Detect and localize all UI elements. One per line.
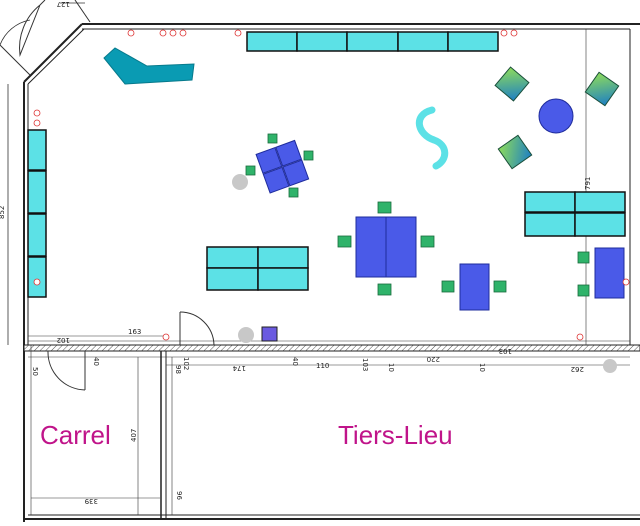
partition-wall [23, 340, 640, 358]
central-table-group [206, 246, 309, 291]
dimension-110: 110 [316, 362, 329, 370]
stool-right [603, 359, 617, 373]
tiers-lieu-door [179, 311, 215, 346]
dimension-102-mid: 102 [182, 357, 190, 370]
big-blue-table [337, 201, 435, 296]
outlet-markers [33, 29, 630, 341]
rotated-table-chairs [245, 133, 314, 198]
dimension-right-wall: 791 [584, 177, 592, 190]
small-chair-bottom [261, 326, 278, 342]
room-label-tiers-lieu: Tiers-Lieu [338, 420, 453, 450]
right-blue-table [577, 247, 625, 299]
right-table-group [524, 191, 626, 237]
dimension-103-b: 103 [499, 347, 512, 355]
dimension-top-door: 127 [57, 0, 70, 8]
stool-left [232, 174, 248, 190]
dimension-lines [28, 29, 630, 515]
left-shelf-column [27, 129, 47, 298]
room-label-carrel: Carrel [40, 420, 111, 450]
entrance-door [0, 0, 91, 76]
dimension-96: 96 [175, 491, 183, 500]
dimension-262: 262 [571, 365, 584, 373]
armchairs [494, 66, 620, 170]
dimension-40-mid: 40 [291, 357, 299, 366]
dimension-10-a: 10 [387, 363, 395, 372]
dimension-left-wall: 852 [0, 206, 6, 219]
dimension-174: 174 [232, 364, 246, 372]
dimension-163: 163 [128, 328, 141, 336]
dimension-339: 339 [85, 497, 98, 505]
top-shelf-row [246, 31, 499, 52]
small-blue-table [441, 263, 507, 311]
dimension-50: 50 [31, 367, 39, 376]
dimension-220: 220 [427, 355, 440, 363]
rotated-group-table [255, 139, 310, 194]
outer-walls [7, 23, 640, 522]
stool-bottom [238, 327, 254, 343]
dimension-102-top: 102 [57, 336, 70, 344]
curved-bench [416, 106, 449, 170]
teal-desk [103, 47, 195, 85]
dimension-98-a: 98 [174, 365, 182, 374]
round-table [538, 98, 574, 134]
carrel-door [47, 350, 86, 391]
dimension-407: 407 [130, 429, 138, 442]
carrel-divider [160, 351, 167, 519]
dimension-103-a: 103 [361, 358, 369, 371]
dimension-40-left: 40 [92, 357, 100, 366]
dimension-10-b: 10 [478, 363, 486, 372]
